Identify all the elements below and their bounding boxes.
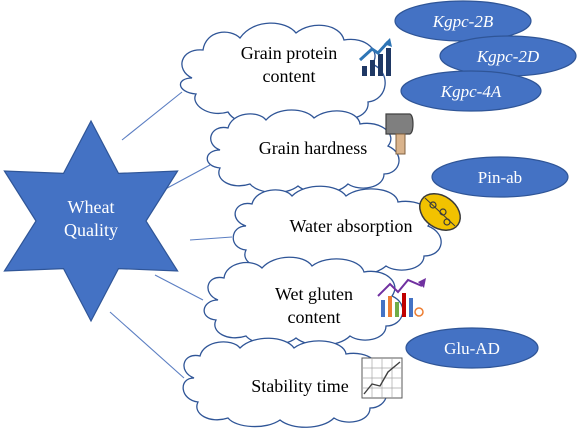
- gene-glu-ad: Glu-AD: [405, 327, 539, 369]
- trait-label-line-1: Wet gluten: [275, 284, 353, 304]
- cloud-shape: [179, 22, 386, 126]
- grid-graph-icon: [361, 357, 403, 399]
- trait-label-line-1: Grain protein: [241, 43, 337, 63]
- trait-stability-time: Stability time: [182, 337, 403, 428]
- center-label-line-2: Quality: [64, 220, 118, 240]
- gene-shape: [405, 327, 539, 369]
- trait-grain-hardness: Grain hardness: [206, 109, 414, 194]
- cloud-shape: [206, 109, 400, 194]
- trait-label-line-2: content: [288, 307, 341, 327]
- wheat-quality-star: Wheat Quality: [3, 119, 179, 323]
- trait-label: Water absorption: [289, 216, 412, 236]
- connector-grain-protein: [121, 91, 183, 141]
- trait-label: Stability time: [251, 376, 349, 396]
- trait-water-absorption: Water absorption: [232, 185, 461, 276]
- gene-kgpc-2b: Kgpc-2B: [394, 0, 532, 42]
- gene-label: Kgpc-4A: [440, 82, 502, 101]
- hammer-icon: [385, 113, 414, 155]
- gene-pin-ab: Pin-ab: [431, 156, 569, 198]
- connector-wet-gluten: [154, 274, 204, 301]
- trait-grain-protein: Grain protein content: [179, 22, 392, 126]
- gene-label: Kgpc-2B: [432, 12, 494, 31]
- line-bar-chart-icon: [377, 278, 426, 317]
- gene-shape: [431, 156, 569, 198]
- gene-label: Glu-AD: [444, 339, 500, 358]
- connector-water-absorption: [189, 236, 233, 241]
- gene-label: Kgpc-2D: [476, 47, 540, 66]
- grain-kernel-icon: [419, 193, 461, 231]
- gene-kgpc-4a: Kgpc-4A: [400, 70, 542, 112]
- trait-label: Grain hardness: [259, 138, 367, 158]
- connector-stability-time: [109, 311, 185, 379]
- gene-shape: [400, 70, 542, 112]
- trait-label-line-2: content: [263, 66, 316, 86]
- trait-wet-gluten: Wet gluten content: [203, 256, 426, 346]
- center-label-line-1: Wheat: [68, 197, 115, 217]
- bar-chart-up-icon: [358, 38, 392, 76]
- gene-label: Pin-ab: [478, 168, 522, 187]
- star-shape: [3, 119, 179, 323]
- gene-kgpc-2d: Kgpc-2D: [439, 35, 577, 77]
